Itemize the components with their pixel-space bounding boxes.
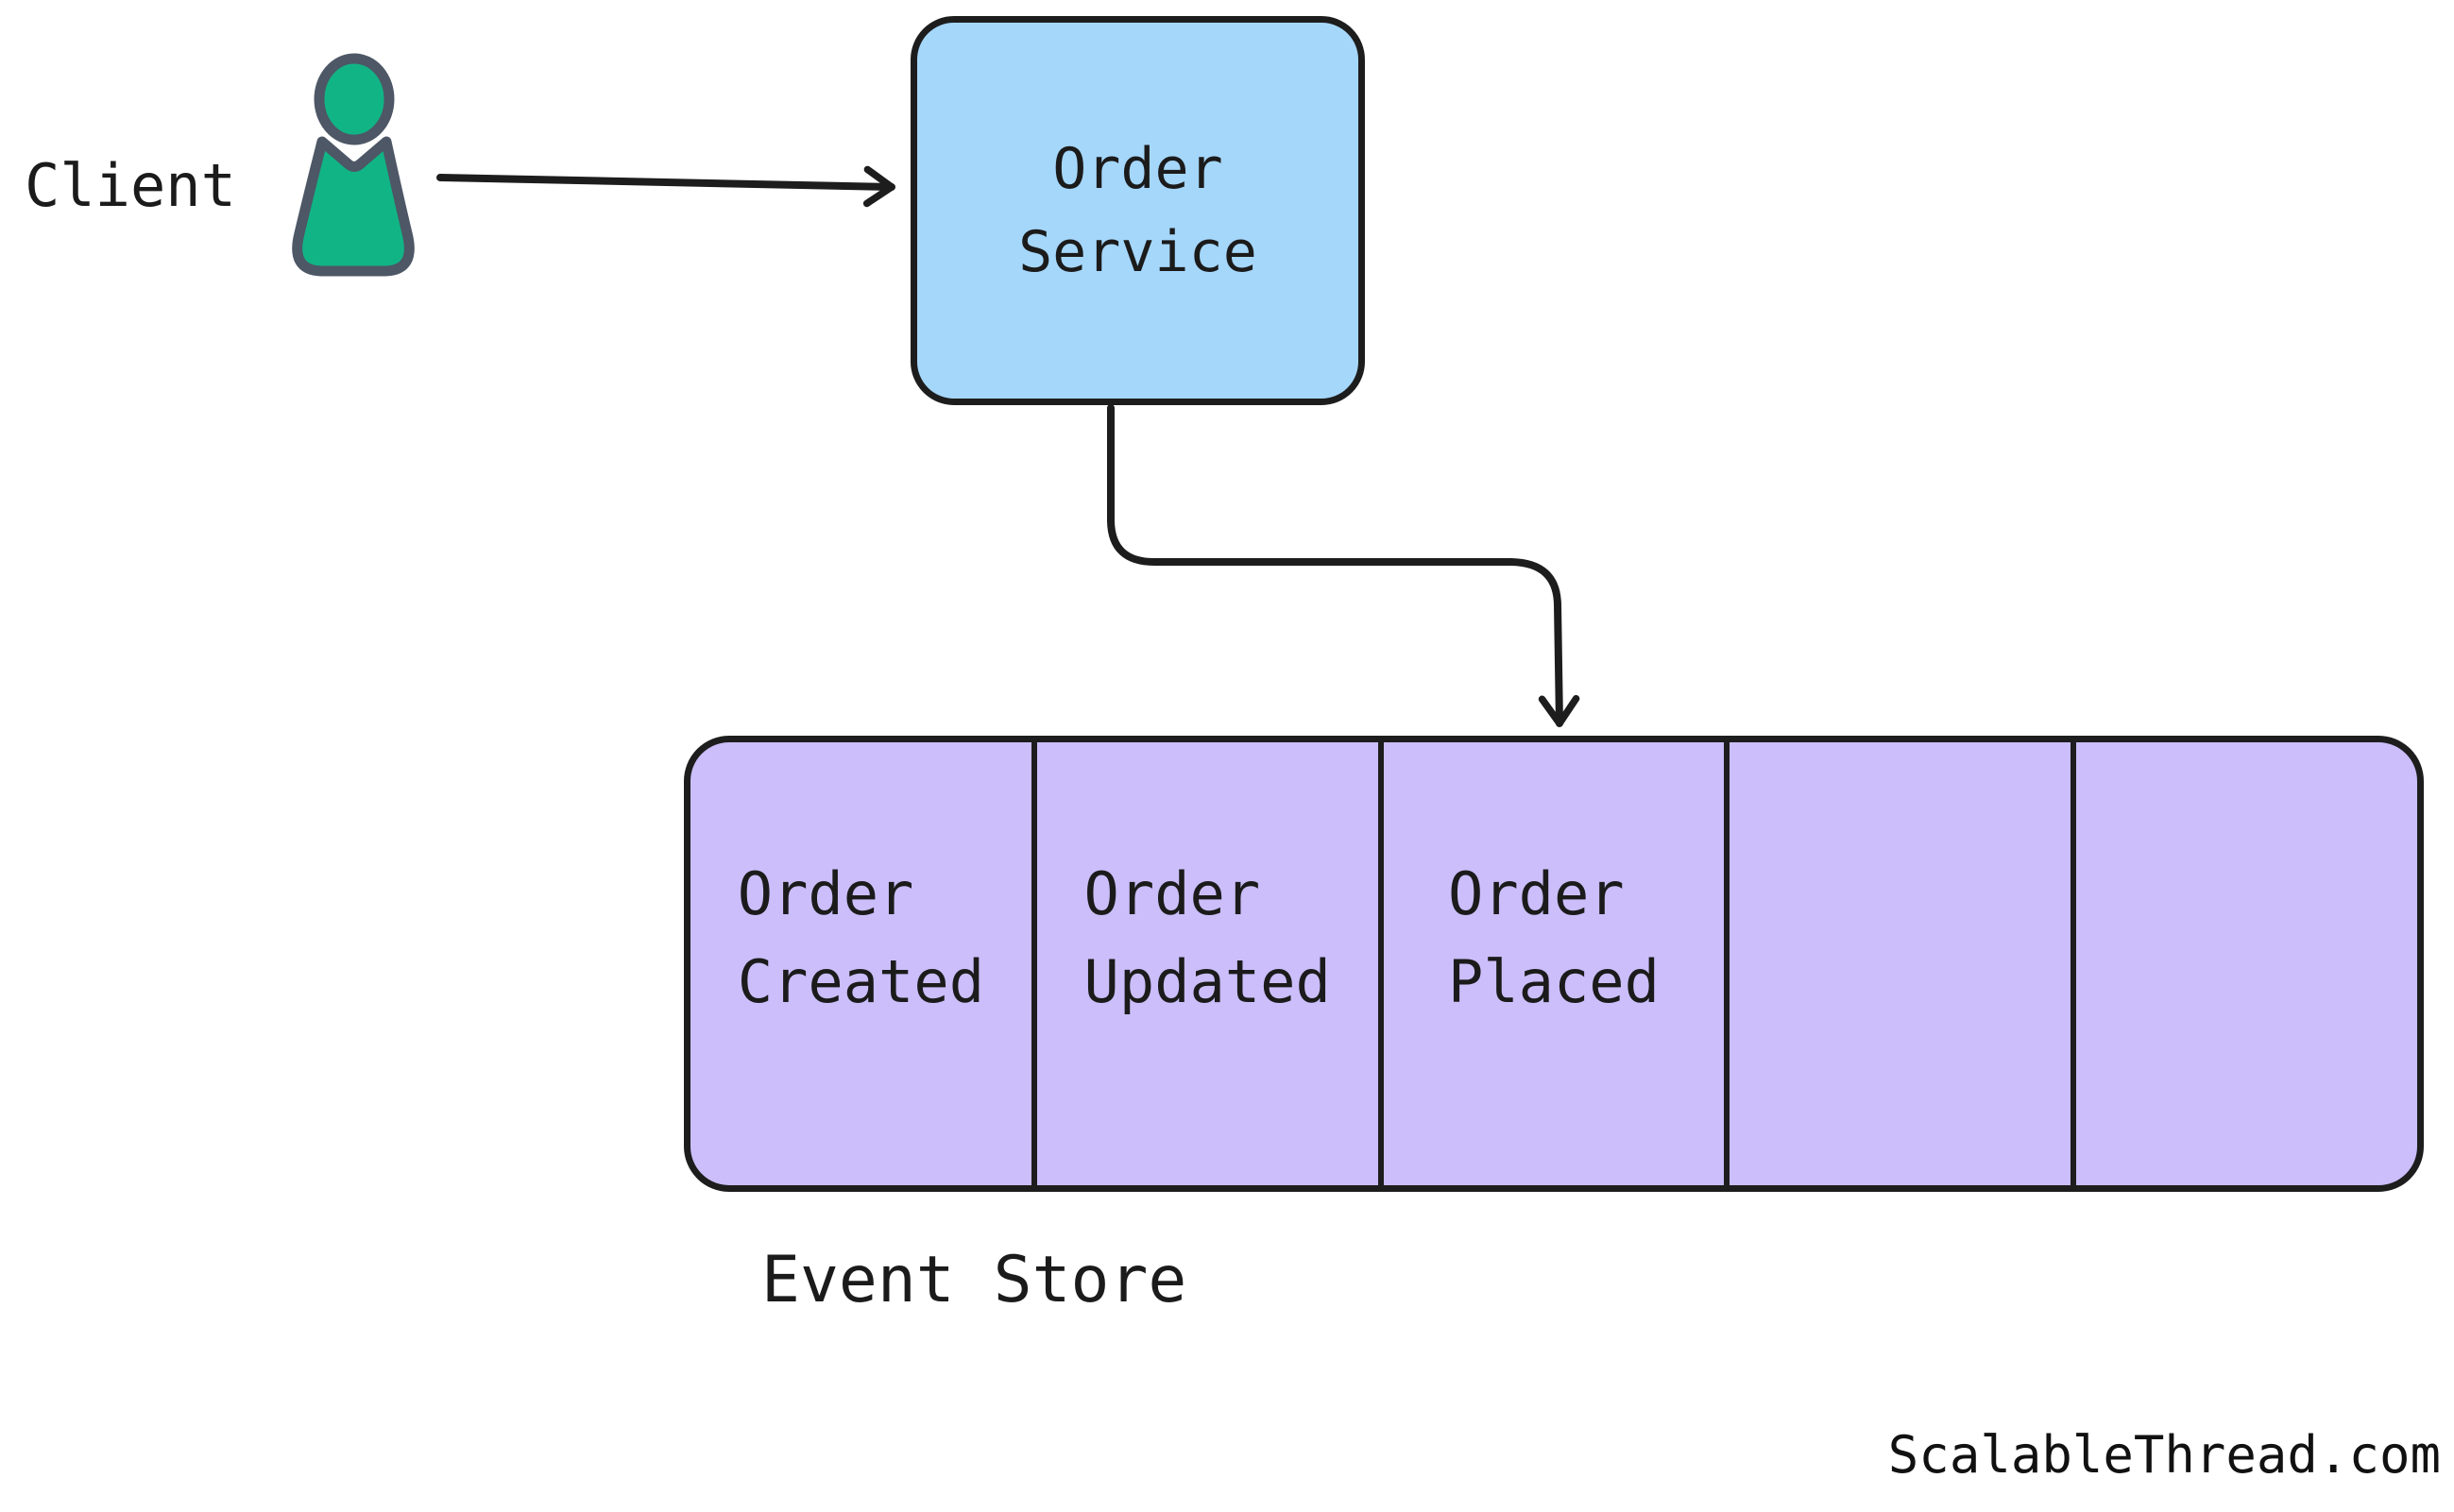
watermark-text: ScalableThread.com (1887, 1425, 2441, 1485)
order-service-label: Order Service (1018, 135, 1257, 285)
event-store-cell-label: Order Placed (1448, 859, 1660, 1016)
event-store-cell-label: Order Created (737, 859, 985, 1016)
event-store-cell: Order Updated (1031, 742, 1378, 1185)
client-to-service-arrow (436, 165, 895, 208)
client-label: Client (25, 151, 236, 220)
event-store-node: Order Created Order Updated Order Placed (684, 736, 2424, 1192)
event-store-cell: Order Placed (1377, 742, 1725, 1185)
event-store-cell: Order Created (690, 742, 1031, 1185)
event-store-cell-label: Order Updated (1083, 859, 1331, 1016)
event-store-cell (1724, 742, 2071, 1185)
service-to-store-arrow (1107, 404, 1580, 727)
client-person-icon (292, 53, 415, 277)
order-service-node: Order Service (911, 16, 1365, 405)
person-body (292, 136, 415, 277)
event-store-cell (2071, 742, 2417, 1185)
person-head (314, 53, 395, 145)
event-store-caption: Event Store (761, 1243, 1187, 1317)
